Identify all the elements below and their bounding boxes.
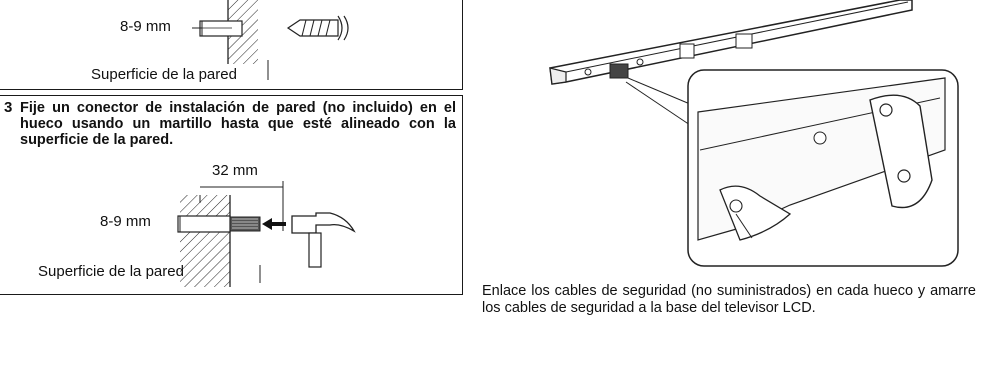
step3-instruction: 3 Fije un conector de instalación de par… [4, 99, 456, 149]
hammer-diagram [177, 181, 356, 287]
caption-text: Enlace los cables de seguridad (no sumin… [482, 283, 976, 316]
step3-panel [0, 95, 463, 295]
step2-depth-label: 8-9 mm [120, 18, 171, 35]
step3-depth-label: 8-9 mm [100, 213, 151, 230]
drill-diagram [192, 0, 349, 80]
step3-length-label: 32 mm [212, 162, 258, 179]
soundbar-illustration [549, 0, 959, 267]
step2-panel [0, 0, 463, 90]
step3-number: 3 [4, 99, 13, 116]
step2-surface-label: Superficie de la pared [91, 66, 237, 83]
step3-text: Fije un conector de instalación de pared… [20, 100, 456, 148]
step3-surface-label: Superficie de la pared [38, 263, 184, 280]
